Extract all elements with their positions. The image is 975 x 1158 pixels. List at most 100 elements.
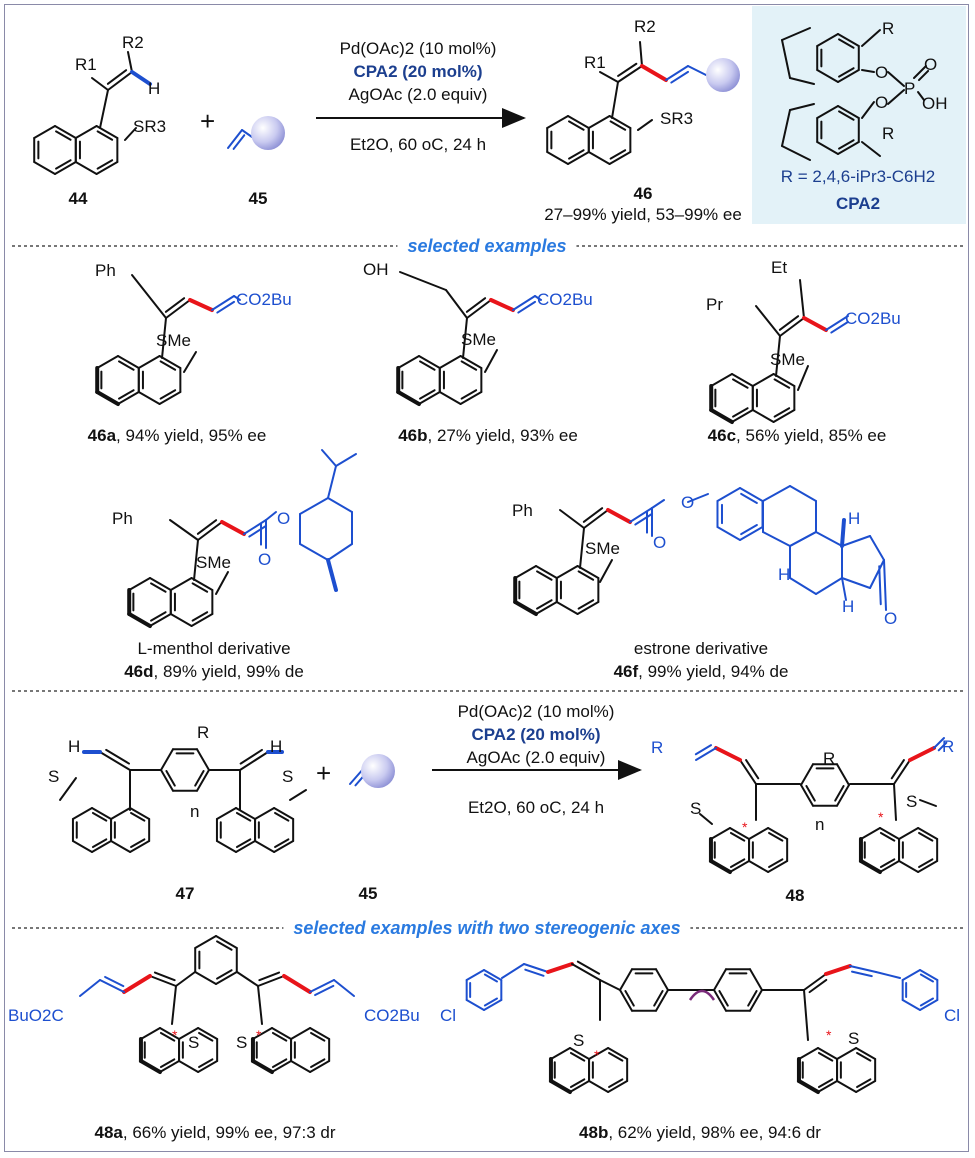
46f-h3: H	[842, 597, 855, 616]
cat-R-top: R	[882, 19, 895, 38]
46b-sme: SMe	[461, 330, 496, 349]
bond	[169, 519, 199, 541]
bond	[789, 577, 817, 595]
ring-bond	[309, 1027, 331, 1040]
ring-bond	[139, 1027, 161, 1040]
ring-bond	[215, 807, 237, 820]
double-bond	[830, 320, 850, 334]
ring-bond	[917, 827, 939, 840]
aromatic-bond	[879, 858, 896, 869]
bond	[326, 558, 338, 592]
ring-bond	[160, 748, 174, 771]
bond	[161, 317, 167, 359]
ring-bond	[879, 827, 901, 840]
aromatic-bond	[274, 811, 290, 822]
ring-bond	[290, 1027, 312, 1040]
46f-sme: SMe	[585, 539, 620, 558]
ring-bond	[459, 391, 483, 405]
ring-bond	[160, 769, 174, 792]
46a-ester: CO2Bu	[236, 290, 292, 309]
bond	[327, 497, 353, 513]
ring-bond	[816, 141, 839, 155]
aromatic-bond	[235, 811, 252, 822]
r2p-n: n	[815, 815, 825, 834]
ring-bond	[816, 33, 839, 47]
46d-o1: O	[277, 509, 291, 528]
ring-bond	[196, 748, 210, 771]
double-bond	[465, 297, 487, 313]
double-bond	[314, 984, 335, 997]
ring-bond	[71, 840, 93, 853]
double-bond	[576, 960, 601, 975]
label-48: 48	[785, 886, 805, 905]
ring-bond	[215, 840, 237, 853]
bond	[327, 465, 337, 499]
label-45: 45	[248, 189, 268, 208]
aromatic-bond	[150, 582, 167, 593]
bond	[781, 109, 791, 147]
ring-bond	[190, 577, 214, 591]
bond	[243, 519, 267, 535]
bond	[91, 77, 109, 91]
reagent-sphere	[251, 116, 285, 150]
bond	[335, 453, 357, 467]
aromatic-bond	[718, 990, 729, 1007]
46c-caption: 46c, 56% yield, 85% ee	[707, 426, 887, 445]
stereo-star: *	[594, 1047, 600, 1063]
bond	[175, 971, 196, 987]
ring-bond	[767, 860, 789, 873]
aromatic-bond	[768, 858, 784, 869]
bond	[841, 577, 847, 601]
aromatic-bond	[536, 570, 553, 581]
bond	[466, 299, 492, 319]
ring-bond	[418, 355, 441, 369]
r2p-R-right: R	[942, 737, 955, 756]
bond	[99, 89, 109, 129]
ring-bond	[816, 69, 839, 83]
double-bond	[232, 134, 246, 150]
ring-bond	[251, 1027, 273, 1040]
cond2-line1: Pd(OAc)2 (10 mol%)	[457, 702, 615, 721]
46f-h1: H	[848, 509, 861, 528]
ring-bond	[465, 999, 485, 1011]
aromatic-bond	[118, 360, 135, 371]
ring-bond	[138, 1059, 162, 1074]
46c-sme: SMe	[770, 350, 805, 369]
46a-caption: 46a, 94% yield, 95% ee	[87, 426, 267, 445]
aromatic-bond	[568, 149, 585, 160]
bond	[59, 777, 77, 801]
bond	[869, 559, 885, 589]
aromatic-bond	[918, 831, 934, 842]
aromatic-bond	[732, 378, 749, 389]
ring-bond	[796, 1079, 820, 1094]
ring-bond	[619, 968, 633, 991]
double-bond	[917, 69, 930, 82]
ring-bond	[513, 600, 538, 616]
aromatic-bond	[271, 1058, 288, 1069]
ring-bond	[588, 1080, 610, 1093]
ring-bond	[194, 935, 217, 949]
aromatic-bond	[856, 1051, 872, 1062]
ring-bond	[729, 827, 751, 840]
aromatic-bond	[159, 1031, 176, 1042]
double-bond	[617, 62, 638, 77]
46f-derivative: estrone derivative	[633, 639, 769, 658]
bond	[849, 965, 877, 973]
ring-bond	[587, 115, 611, 129]
bond	[599, 71, 619, 83]
catalyst-box	[752, 6, 966, 224]
r2-n: n	[190, 802, 200, 821]
result-46: 27–99% yield, 53–99% ee	[544, 205, 742, 224]
bond	[875, 971, 901, 979]
plus-2: +	[316, 758, 332, 788]
ring-bond	[588, 1047, 610, 1060]
double-bond	[153, 971, 176, 982]
double-bond	[937, 741, 948, 752]
ring-bond	[748, 860, 770, 873]
48b-cl-left: Cl	[440, 1006, 457, 1025]
aromatic-bond	[130, 838, 146, 849]
ring-bond	[137, 391, 161, 405]
aromatic-bond	[747, 990, 758, 1007]
ring-bond	[836, 1080, 858, 1093]
bond	[651, 499, 665, 509]
